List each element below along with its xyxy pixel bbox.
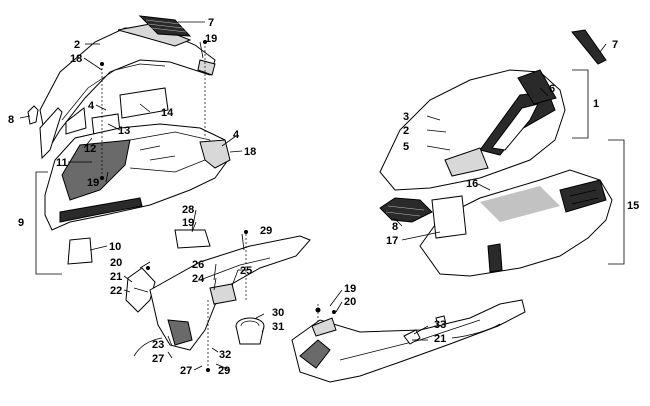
right-hood-vent-grille <box>517 69 557 105</box>
callout-2: 2 <box>74 39 80 51</box>
callout-19d: 19 <box>344 283 356 295</box>
callout-25: 25 <box>240 265 252 277</box>
callout-labels: 7 19 2 18 8 4 14 13 12 11 4 18 19 9 10 2… <box>8 17 639 377</box>
right-windshield-trim <box>571 29 607 65</box>
callout-4: 4 <box>88 100 95 112</box>
cup-holder <box>235 317 265 345</box>
left-side-trim <box>27 105 63 160</box>
callout-21b: 21 <box>434 333 446 345</box>
right-side-decal <box>431 195 467 239</box>
callout-9: 9 <box>18 217 24 229</box>
callout-16: 16 <box>466 178 478 190</box>
callout-14: 14 <box>161 107 174 119</box>
hood-air-intake-grille <box>138 15 192 37</box>
callout-20: 20 <box>110 257 122 269</box>
center-floor-panel <box>149 235 311 351</box>
hood-vent-cover-small <box>197 59 216 76</box>
lower-hood-decal-small <box>67 237 93 265</box>
callout-1: 1 <box>593 98 599 110</box>
callout-11: 11 <box>56 157 68 169</box>
callout-29b: 29 <box>218 365 230 377</box>
callout-24: 24 <box>192 273 205 285</box>
callout-19c: 19 <box>182 217 194 229</box>
callout-13: 13 <box>118 125 130 137</box>
callout-8: 8 <box>8 114 14 126</box>
callout-7b: 7 <box>612 39 618 51</box>
lower-hood-console <box>44 123 231 231</box>
callout-5: 5 <box>403 141 409 153</box>
right-side-panel <box>419 169 613 277</box>
callout-28: 28 <box>182 204 194 216</box>
callout-31: 31 <box>272 321 284 333</box>
callout-27b: 27 <box>180 365 192 377</box>
callout-10: 10 <box>109 241 121 253</box>
callout-3: 3 <box>403 111 409 123</box>
belly-pan-fastener-bracket <box>403 315 447 345</box>
callout-23: 23 <box>152 339 164 351</box>
callout-22: 22 <box>110 285 122 297</box>
callout-18: 18 <box>70 53 82 65</box>
belly-pan-left-bracket <box>125 267 156 313</box>
callout-20b: 20 <box>344 296 356 308</box>
callout-26: 26 <box>192 259 204 271</box>
callout-2b: 2 <box>403 125 409 137</box>
callout-27: 27 <box>152 353 164 365</box>
callout-30: 30 <box>272 307 284 319</box>
callout-32: 32 <box>219 349 231 361</box>
callout-17: 17 <box>386 235 398 247</box>
callout-6: 6 <box>549 83 555 95</box>
callout-21: 21 <box>110 271 122 283</box>
callout-33: 33 <box>434 319 446 331</box>
callout-29: 29 <box>260 225 272 237</box>
callout-19b: 19 <box>87 177 99 189</box>
right-hood-louver <box>379 197 433 223</box>
callout-12: 12 <box>84 143 96 155</box>
callout-4b: 4 <box>233 129 240 141</box>
callout-18b: 18 <box>244 146 256 158</box>
callout-7: 7 <box>208 17 214 29</box>
leader-lines <box>19 21 625 372</box>
upper-hood-panel <box>39 23 216 152</box>
right-hood-panel <box>379 69 566 191</box>
callout-8b: 8 <box>392 221 398 233</box>
callout-15: 15 <box>627 200 639 212</box>
floor-side-guard <box>174 229 211 249</box>
callout-19: 19 <box>205 33 217 45</box>
